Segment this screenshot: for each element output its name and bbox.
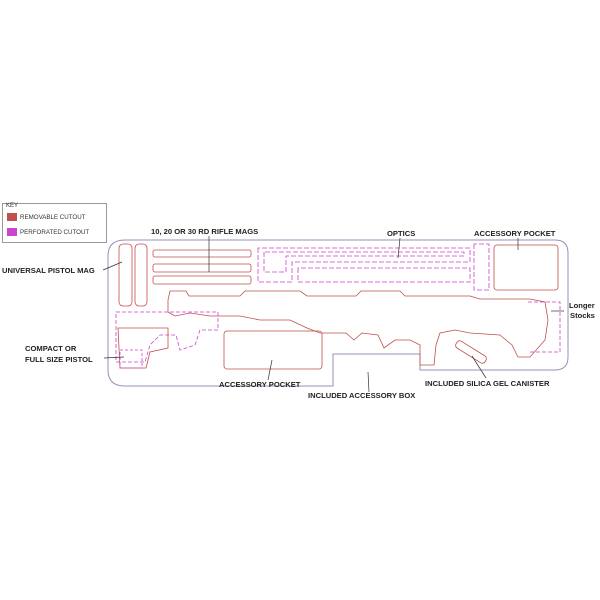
key-item-perforated: PERFORATED CUTOUT — [7, 227, 89, 237]
label-compact-line1: COMPACT OR — [25, 344, 77, 353]
label-optics: OPTICS — [387, 229, 415, 238]
removable-swatch — [7, 213, 17, 221]
pistol-mag-slot-1 — [118, 243, 133, 307]
silica-gel-canister — [455, 340, 487, 364]
key-item-removable: REMOVABLE CUTOUT — [7, 212, 85, 222]
rifle-mag-slot-2 — [152, 263, 252, 273]
label-compact-line2: FULL SIZE PISTOL — [25, 355, 93, 364]
label-stocks: Stocks — [570, 311, 595, 320]
optics-cutouts — [257, 243, 490, 291]
leader-lines — [102, 236, 564, 393]
label-rifle-mags: 10, 20 OR 30 RD RIFLE MAGS — [151, 227, 258, 236]
key-title: KEY — [6, 203, 19, 209]
pistol-mag-slot-2 — [134, 243, 148, 307]
perforated-swatch — [7, 228, 17, 236]
key-label-removable: REMOVABLE CUTOUT — [20, 213, 86, 221]
label-accessory-pocket-bottom: ACCESSORY POCKET — [219, 380, 301, 389]
key-label-perforated: PERFORATED CUTOUT — [20, 228, 90, 236]
rifle-silhouette — [167, 290, 549, 366]
label-universal-pistol-mag: UNIVERSAL PISTOL MAG — [2, 266, 95, 275]
pistol-cutout — [115, 311, 219, 369]
accessory-pocket-top — [493, 244, 559, 291]
longer-stocks-cutout — [528, 301, 561, 353]
label-silica-gel: INCLUDED SILICA GEL CANISTER — [425, 379, 550, 388]
label-longer: Longer — [569, 301, 595, 310]
label-accessory-pocket-top: ACCESSORY POCKET — [474, 229, 556, 238]
label-accessory-box: INCLUDED ACCESSORY BOX — [308, 391, 415, 400]
rifle-mag-slot-3 — [152, 275, 252, 285]
key-legend: KEY REMOVABLE CUTOUT PERFORATED CUTOUT — [2, 203, 107, 243]
accessory-pocket-bottom — [223, 330, 323, 370]
rifle-mag-slot-1 — [152, 249, 252, 258]
